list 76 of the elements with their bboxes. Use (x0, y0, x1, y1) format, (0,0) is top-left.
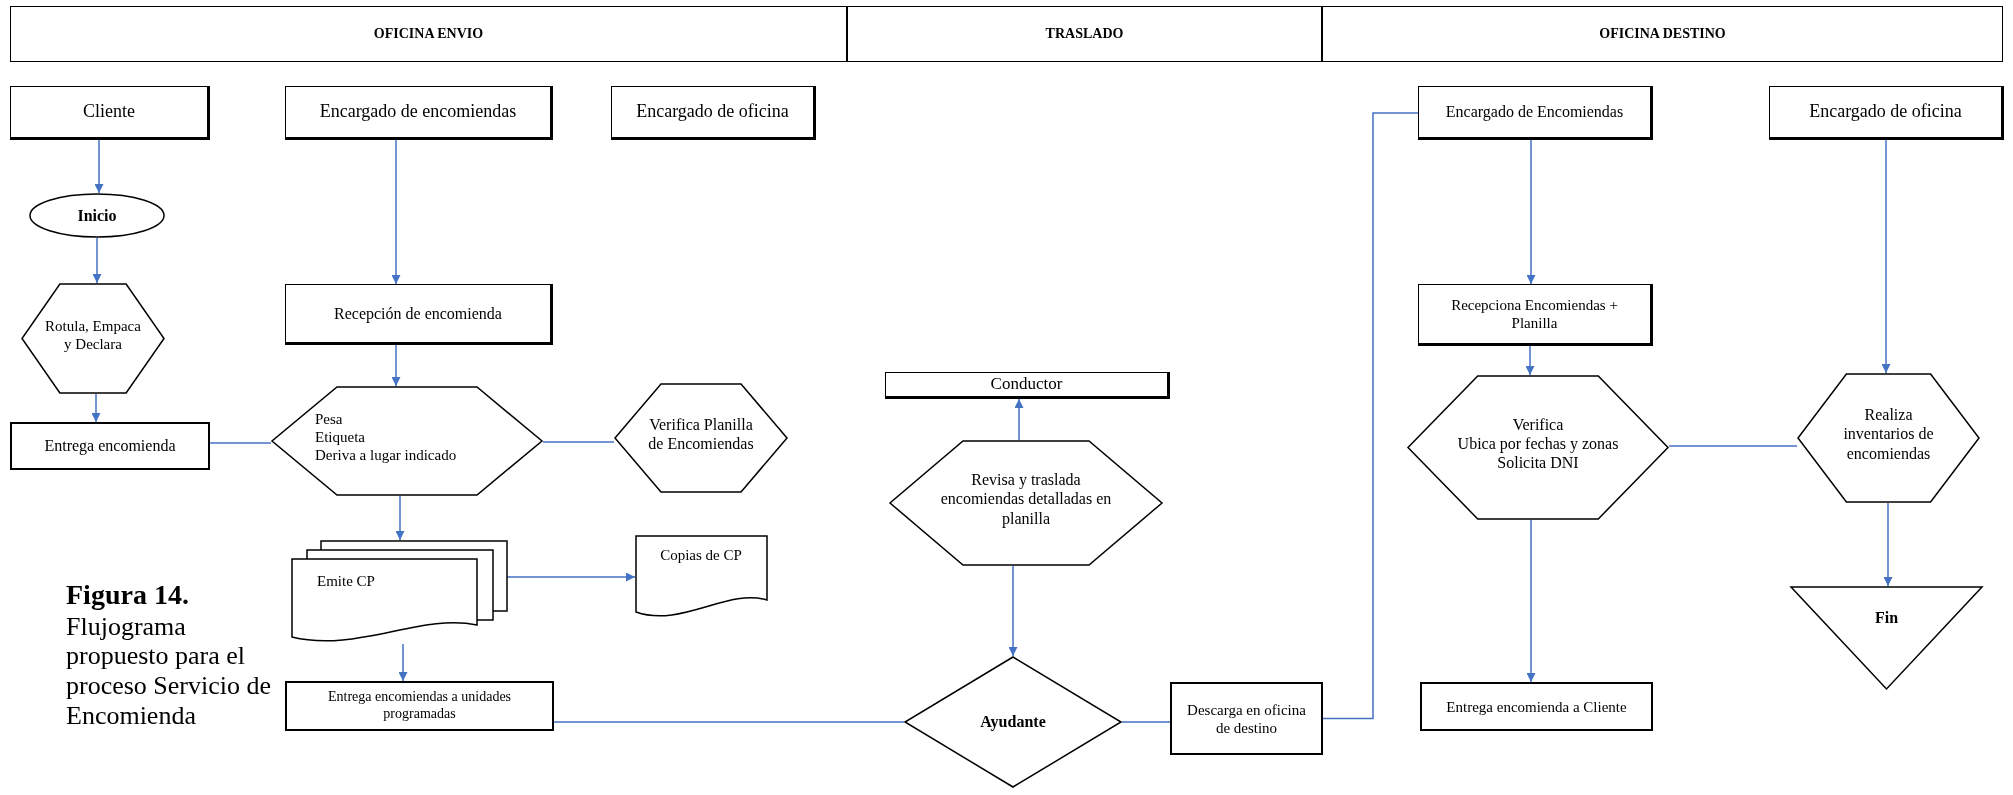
connector-line (1668, 445, 1798, 447)
step-label: Encargado de oficina (1809, 101, 1962, 123)
process-box (1170, 682, 1323, 755)
figure-caption: Flujograma propuesto para el proceso Servicio de Encomienda (66, 611, 273, 732)
step-label: Encargado de oficina (636, 101, 789, 123)
process-box (611, 86, 816, 140)
process-hexagon (614, 383, 788, 493)
process-hexagon (889, 440, 1163, 566)
process-box (1769, 86, 2004, 140)
arrow (391, 344, 401, 387)
arrow (1014, 398, 1024, 441)
arrow (395, 495, 405, 541)
lane-header (847, 6, 1322, 62)
arrow (1525, 345, 1535, 376)
process-box (285, 284, 553, 345)
process-box (10, 422, 210, 470)
arrow (1881, 139, 1891, 374)
process-hexagon (271, 386, 543, 496)
step-label: Rotula, Empaca y Declara (45, 316, 141, 353)
step-label: Solicita DNI (1497, 453, 1579, 473)
lane-title: TRASLADO (1045, 25, 1124, 43)
step-label: Descarga en oficina de destino (1186, 700, 1307, 737)
step-label: Encargado de Encomiendas (1445, 102, 1624, 122)
process-box (1418, 86, 1653, 140)
lane-header (1322, 6, 2003, 62)
arrow (92, 237, 102, 284)
step-label: Recepción de encomienda (334, 303, 502, 324)
process-hexagon (1407, 375, 1669, 520)
arrow (391, 139, 401, 285)
connector-line (1322, 112, 1419, 720)
process-hexagon (1797, 373, 1980, 503)
arrow (94, 139, 104, 194)
figure-number: Figura 14. (66, 578, 190, 612)
start-ellipse (29, 193, 165, 238)
step-label: Pesa (315, 410, 343, 428)
step-label: Encargado de encomiendas (319, 101, 517, 123)
step-label: Etiqueta (315, 428, 365, 446)
arrow (1008, 565, 1018, 657)
decision-diamond (904, 656, 1122, 788)
arrow (1526, 139, 1536, 285)
process-box (885, 372, 1170, 399)
step-label: Cliente (83, 101, 135, 123)
step-label: Fin (1874, 608, 1899, 628)
process-box (1420, 682, 1653, 731)
connector-line (1121, 721, 1171, 723)
step-label: Verifica Planilla de Encomiendas (647, 414, 755, 454)
lane-header (10, 6, 847, 62)
arrow (398, 643, 408, 682)
step-label: Revisa y traslada encomiendas detalladas en planilla (939, 470, 1113, 528)
step-label: Emite CP (317, 572, 375, 590)
process-box (10, 86, 210, 140)
connector-line (553, 721, 905, 723)
lane-title: OFICINA DESTINO (1599, 25, 1726, 43)
step-label: Ayudante (980, 712, 1046, 732)
step-label: Recepciona Encomiendas + Planilla (1450, 296, 1619, 332)
step-label: Entrega encomienda (44, 436, 176, 456)
arrow (1883, 502, 1893, 587)
arrow (91, 393, 101, 423)
step-label: Copias de CP (660, 546, 742, 564)
step-label: Verifica (1512, 414, 1564, 434)
step-label: Entrega encomienda a Cliente (1446, 697, 1627, 716)
process-box (1418, 284, 1653, 346)
process-box (285, 86, 553, 140)
step-label: Entrega encomiendas a unidades programadas (326, 689, 513, 723)
connector-line (209, 442, 272, 444)
step-label: Ubica por fechas y zonas (1457, 433, 1619, 454)
step-label: Inicio (77, 205, 117, 226)
arrow (1526, 519, 1536, 683)
process-hexagon (21, 283, 165, 394)
step-label: Deriva a lugar indicado (315, 446, 457, 464)
lane-title: OFICINA ENVIO (373, 25, 484, 43)
step-label: Realiza inventarios de encomiendas (1842, 405, 1935, 463)
process-box (285, 681, 554, 731)
end-triangle (1790, 586, 1983, 690)
connector-line (542, 441, 615, 443)
step-label: Conductor (990, 374, 1063, 395)
